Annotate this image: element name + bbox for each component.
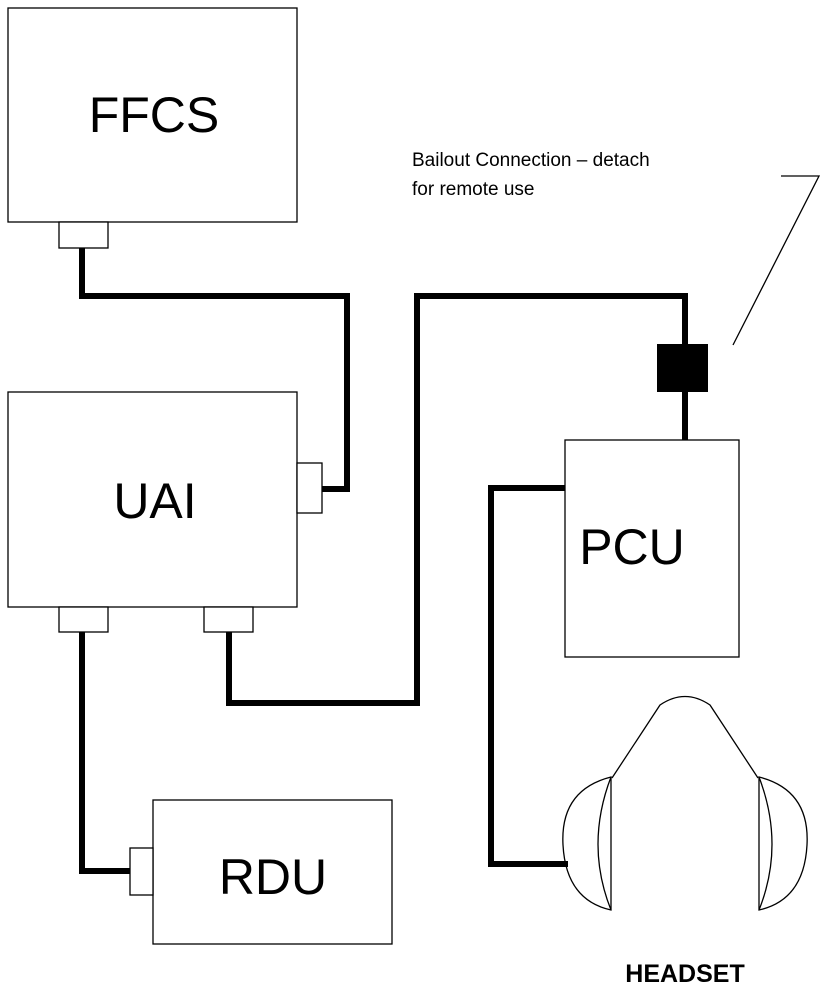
ffcs-port	[58, 221, 109, 249]
pcu-unit: PCU	[564, 439, 740, 658]
pcu-label: PCU	[579, 519, 685, 575]
wire-uai-pcu	[226, 293, 688, 706]
headset-band	[611, 695, 759, 779]
ffcs-label: FFCS	[89, 87, 220, 143]
headset-right-cup-outer	[758, 776, 808, 911]
wire-ffcs-uai	[79, 245, 350, 492]
rdu-label: RDU	[219, 849, 327, 905]
annotation-line-2: for remote use	[412, 179, 535, 200]
annotation-line-1: Bailout Connection – detach	[412, 150, 650, 171]
uai-port-bottom-left	[58, 606, 109, 633]
uai-label: UAI	[113, 473, 196, 529]
rdu-unit: RDU	[129, 799, 393, 945]
ffcs-unit: FFCS	[7, 7, 298, 249]
headset-icon	[562, 695, 808, 911]
uai-box	[7, 391, 298, 608]
ffcs-box	[7, 7, 298, 223]
headset-left-cup-inner	[597, 776, 612, 911]
headset-left-cup-outer	[562, 776, 612, 911]
annotation-leader-line	[732, 175, 820, 346]
headset-right-cup-inner	[758, 776, 773, 911]
rdu-port	[129, 847, 154, 896]
wire-pcu-headset	[488, 485, 568, 867]
bailout-connector	[657, 344, 708, 392]
uai-unit: UAI	[7, 391, 323, 633]
pcu-box	[564, 439, 740, 658]
uai-port-bottom-right	[203, 606, 254, 633]
uai-port-right	[296, 462, 323, 514]
headset-label: HEADSET	[625, 960, 744, 988]
wire-uai-rdu	[79, 629, 135, 874]
